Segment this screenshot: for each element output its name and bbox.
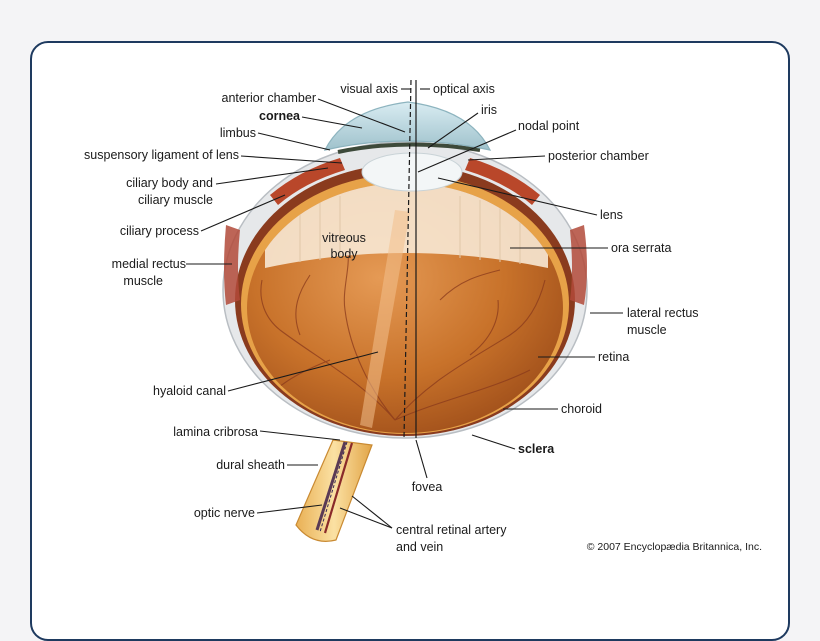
label-fovea: fovea: [412, 480, 443, 494]
lens-shape: [361, 152, 463, 192]
copyright-text: © 2007 Encyclopædia Britannica, Inc.: [587, 541, 762, 553]
iris-shape: [337, 142, 481, 154]
label-lateral-rectus-line1: lateral rectus: [627, 306, 699, 320]
label-suspensory-ligament: suspensory ligament of lens: [84, 148, 239, 162]
label-ciliary-process: ciliary process: [120, 224, 199, 238]
label-ciliary-body-line1: ciliary body and: [126, 176, 213, 190]
cornea-shape: [323, 101, 492, 151]
label-hyaloid-canal: hyaloid canal: [153, 384, 226, 398]
label-visual-axis: visual axis: [340, 82, 398, 96]
label-vitreous-line1: vitreous: [322, 231, 366, 245]
lateral-rectus-shape: [570, 225, 587, 305]
label-lamina-cribrosa: lamina cribrosa: [173, 425, 258, 439]
label-ciliary-body-line2: ciliary muscle: [138, 193, 213, 207]
label-central-artery-line1: central retinal artery: [396, 523, 507, 537]
label-optic-nerve: optic nerve: [194, 506, 255, 520]
label-optical-axis: optical axis: [433, 82, 495, 96]
label-central-artery-line2: and vein: [396, 540, 443, 554]
hyaloid-canal-shape: [360, 210, 410, 428]
label-vitreous-line2: body: [330, 247, 358, 261]
label-medial-rectus-line2: muscle: [123, 274, 163, 288]
ciliary-fibers: [299, 196, 521, 264]
label-iris: iris: [481, 103, 497, 117]
label-posterior-chamber: posterior chamber: [548, 149, 649, 163]
ciliary-body-right: [465, 158, 540, 205]
label-nodal-point: nodal point: [518, 119, 580, 133]
label-choroid: choroid: [561, 402, 602, 416]
medial-rectus-shape: [224, 225, 240, 305]
eye-anatomy-diagram: visual axis optical axis anterior chambe…: [84, 79, 762, 554]
label-sclera: sclera: [518, 442, 555, 456]
label-retina: retina: [598, 350, 629, 364]
label-anterior-chamber: anterior chamber: [222, 91, 317, 105]
label-medial-rectus-line1: medial rectus: [112, 257, 186, 271]
label-cornea: cornea: [259, 109, 301, 123]
label-lens: lens: [600, 208, 623, 222]
optic-nerve-shape: [295, 439, 373, 542]
labels: visual axis optical axis anterior chambe…: [84, 82, 762, 554]
ciliary-body-left: [270, 158, 345, 205]
label-dural-sheath: dural sheath: [216, 458, 285, 472]
label-limbus: limbus: [220, 126, 256, 140]
visual-axis-line: [403, 79, 412, 439]
leader-lines: [186, 88, 623, 529]
label-ora-serrata: ora serrata: [611, 241, 671, 255]
label-lateral-rectus-line2: muscle: [627, 323, 667, 337]
